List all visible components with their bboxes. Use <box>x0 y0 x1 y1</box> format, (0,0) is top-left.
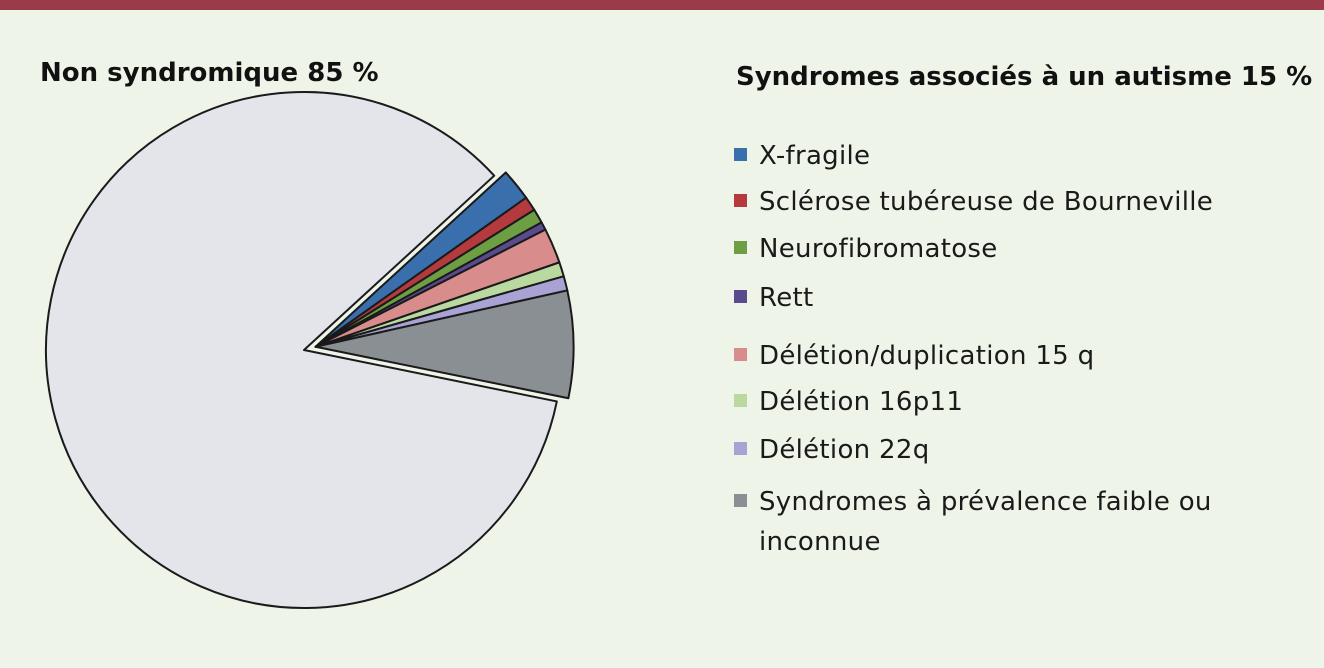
legend-label: Rett <box>759 283 814 313</box>
legend-swatch <box>734 241 747 254</box>
legend-label: Sclérose tubéreuse de Bourneville <box>759 187 1214 217</box>
pie-slice-non-syndromic <box>45 91 558 609</box>
legend-item-x-fragile: X-fragile <box>734 136 870 176</box>
legend-swatch <box>734 194 747 207</box>
legend-item-rett: Rett <box>734 278 813 318</box>
legend-swatch <box>734 148 747 161</box>
legend-item-deletion-15q: Délétion/duplication 15 q <box>734 336 1094 376</box>
legend-title: Syndromes associés à un autisme 15 % <box>736 62 1313 92</box>
non-syndromic-label: Non syndromique 85 % <box>40 58 379 88</box>
legend-item-low-prevalence: Syndromes à prévalence faible ou inconnu… <box>734 482 1229 562</box>
legend: X-fragile Sclérose tubéreuse de Bournevi… <box>734 0 1314 668</box>
legend-label: Syndromes à prévalence faible ou inconnu… <box>759 487 1212 557</box>
legend-item-deletion-16p11: Délétion 16p11 <box>734 382 963 422</box>
legend-swatch <box>734 348 747 361</box>
pie-slice-8 <box>314 289 575 400</box>
legend-swatch <box>734 290 747 303</box>
legend-label: X-fragile <box>759 141 871 171</box>
legend-swatch <box>734 442 747 455</box>
legend-label: Neurofibromatose <box>759 234 998 264</box>
legend-item-deletion-22q: Délétion 22q <box>734 430 930 470</box>
legend-label: Délétion 22q <box>759 435 930 465</box>
legend-label: Délétion 16p11 <box>759 387 964 417</box>
top-accent-bar <box>0 0 1324 10</box>
legend-swatch <box>734 494 747 507</box>
legend-label: Délétion/duplication 15 q <box>759 341 1095 371</box>
legend-item-neurofibromatose: Neurofibromatose <box>734 229 998 269</box>
legend-item-sclerose: Sclérose tubéreuse de Bourneville <box>734 182 1213 222</box>
legend-swatch <box>734 394 747 407</box>
